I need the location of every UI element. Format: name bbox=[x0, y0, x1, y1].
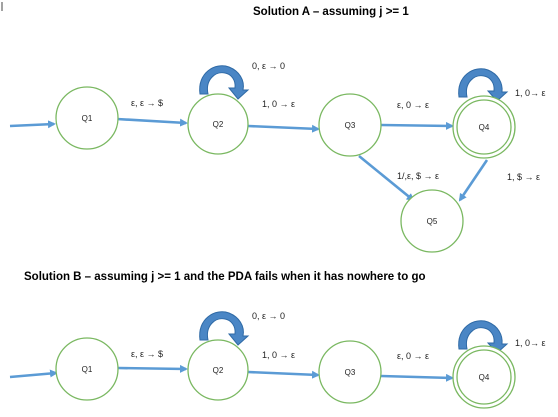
a-state-q5: Q5 bbox=[400, 189, 464, 253]
b-label-q3-q4: ε, 0 → ε bbox=[397, 351, 429, 361]
b-label-q2-q3: 1, 0 → ε bbox=[262, 350, 295, 360]
a-state-q2: Q2 bbox=[187, 93, 249, 155]
b-state-q1: Q1 bbox=[55, 337, 119, 401]
a-state-q2-label: Q2 bbox=[213, 120, 224, 129]
solution-b-title: Solution B – assuming j >= 1 and the PDA… bbox=[24, 271, 426, 283]
a-edge-q3-q4 bbox=[380, 121, 454, 130]
a-start-arrow bbox=[9, 120, 56, 129]
a-state-q1-label: Q1 bbox=[82, 114, 93, 123]
b-label-q4-loop: 1, 0→ ε bbox=[515, 338, 546, 348]
a-label-q2-q3: 1, 0 → ε bbox=[262, 99, 295, 109]
a-label-q3-q5: 1/,ε, $ → ε bbox=[397, 171, 439, 181]
a-label-q4-loop: 1, 0→ ε bbox=[515, 88, 546, 98]
b-edge-q1-q2 bbox=[117, 364, 188, 373]
a-edge-q1-q2 bbox=[116, 117, 188, 127]
a-label-q2-loop: 0, ε → 0 bbox=[252, 61, 285, 71]
a-edge-q3-q5 bbox=[358, 154, 415, 202]
b-edge-q2-q3 bbox=[247, 370, 320, 379]
solution-a-diagram: Q1 Q2 Q3 Q4 Q5 ε, ε → $ 0, ε → 0 1 bbox=[9, 61, 546, 253]
a-state-q5-label: Q5 bbox=[427, 217, 438, 226]
a-state-q3: Q3 bbox=[318, 93, 382, 157]
a-label-q4-q5: 1, $ → ε bbox=[507, 172, 540, 182]
b-state-q2-label: Q2 bbox=[213, 366, 224, 375]
a-state-q4-label: Q4 bbox=[479, 123, 490, 132]
b-label-q2-loop: 0, ε → 0 bbox=[252, 311, 285, 321]
a-state-q1: Q1 bbox=[55, 86, 119, 150]
b-state-q3: Q3 bbox=[318, 340, 382, 404]
b-label-q1-q2: ε, ε → $ bbox=[131, 349, 163, 359]
a-label-q3-q4: ε, 0 → ε bbox=[397, 100, 429, 110]
b-q2-self-loop-arrow bbox=[199, 311, 250, 346]
a-label-q1-q2: ε, ε → $ bbox=[131, 98, 163, 108]
a-q2-self-loop-arrow bbox=[199, 65, 250, 100]
b-edge-q3-q4 bbox=[380, 373, 454, 382]
b-state-q4-accepting: Q4 bbox=[452, 345, 516, 409]
solution-a-title: Solution A – assuming j >= 1 bbox=[253, 6, 409, 18]
b-state-q3-label: Q3 bbox=[345, 368, 356, 377]
b-state-q1-label: Q1 bbox=[82, 365, 93, 374]
b-state-q2: Q2 bbox=[187, 339, 249, 401]
a-edge-q4-q5 bbox=[458, 159, 489, 202]
b-start-arrow bbox=[9, 369, 58, 379]
a-state-q3-label: Q3 bbox=[345, 121, 356, 130]
solution-b-diagram: Q1 Q2 Q3 Q4 ε, ε → $ 0, ε → 0 1, 0 → ε ε… bbox=[9, 311, 546, 409]
a-edge-q2-q3 bbox=[247, 124, 320, 133]
a-q4-self-loop-arrow bbox=[458, 68, 509, 102]
a-state-q4-accepting: Q4 bbox=[452, 95, 516, 159]
b-state-q4-label: Q4 bbox=[479, 373, 490, 382]
